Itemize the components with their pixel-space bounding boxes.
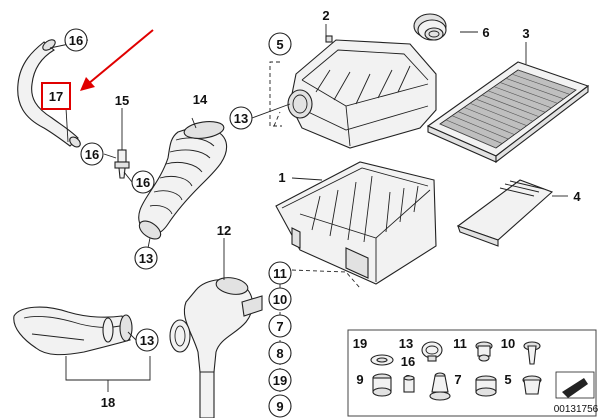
circled-labels: 16 5 13 16 16 13 13 11 10 7 8 19 9 xyxy=(64,28,292,418)
highlight-marker: 17 xyxy=(41,29,154,110)
grommet-part-6[interactable] xyxy=(413,13,447,41)
part-label-4: 4 xyxy=(573,189,581,204)
part-label-12: 12 xyxy=(217,223,231,238)
callout-16-top: 16 xyxy=(64,28,88,52)
part-label-17: 17 xyxy=(49,89,63,104)
catalog-arrow-icon xyxy=(555,371,595,399)
callout-13-upper: 13 xyxy=(229,106,253,130)
part-label-1: 1 xyxy=(278,170,285,185)
air-filter-part-3[interactable] xyxy=(426,61,590,164)
highlight-arrow-shaft xyxy=(87,29,154,85)
svg-text:10: 10 xyxy=(273,292,287,307)
legend-19: 19 xyxy=(353,336,367,351)
grommet-icon xyxy=(475,341,493,362)
legend-5: 5 xyxy=(504,372,511,387)
callout-8: 8 xyxy=(268,341,292,365)
airbox-housing-part-1[interactable] xyxy=(275,161,437,285)
part-label-18: 18 xyxy=(101,395,115,410)
rubber-mount-icon xyxy=(429,372,451,401)
callout-13-lower: 13 xyxy=(135,328,159,352)
bushing-icon xyxy=(403,375,415,393)
svg-text:13: 13 xyxy=(234,111,248,126)
intake-duct-part-14[interactable] xyxy=(136,119,228,242)
part-label-15: 15 xyxy=(115,93,129,108)
legend-13: 13 xyxy=(399,336,413,351)
svg-text:9: 9 xyxy=(276,399,283,414)
callout-9: 9 xyxy=(268,394,292,418)
legend-7: 7 xyxy=(454,372,461,387)
spacer-icon xyxy=(372,373,392,397)
callout-13-left: 13 xyxy=(134,246,158,270)
elbow-duct-part-12[interactable] xyxy=(169,275,263,418)
svg-text:13: 13 xyxy=(139,251,153,266)
part-label-14: 14 xyxy=(193,92,208,107)
callout-16-mid: 16 xyxy=(80,142,104,166)
plain-labels: 2 6 3 15 14 1 4 12 18 xyxy=(101,8,582,410)
svg-text:16: 16 xyxy=(136,175,150,190)
svg-text:5: 5 xyxy=(276,37,283,52)
legend-10: 10 xyxy=(501,336,515,351)
part-label-2: 2 xyxy=(322,8,329,23)
svg-text:7: 7 xyxy=(276,319,283,334)
airbox-lid-part-2[interactable] xyxy=(287,35,437,149)
part-label-6: 6 xyxy=(482,25,489,40)
small-parts-legend: 19 13 16 11 10 9 8 7 5 xyxy=(347,329,599,417)
callout-19: 19 xyxy=(268,368,292,392)
svg-text:16: 16 xyxy=(85,147,99,162)
legend-16: 16 xyxy=(401,354,415,369)
cover-part-4[interactable] xyxy=(456,179,554,247)
callout-7: 7 xyxy=(268,314,292,338)
legend-11: 11 xyxy=(453,336,467,351)
inlet-snorkel-part-18[interactable] xyxy=(13,306,133,356)
plug-icon xyxy=(522,375,542,395)
svg-text:13: 13 xyxy=(140,333,154,348)
hose-clamp-icon xyxy=(421,341,443,362)
callout-10: 10 xyxy=(268,287,292,311)
svg-text:8: 8 xyxy=(276,346,283,361)
bolt-part-15[interactable] xyxy=(114,108,130,179)
rubber-buffer-icon xyxy=(475,375,497,397)
legend-9: 9 xyxy=(356,372,363,387)
expanding-rivet-icon xyxy=(523,341,541,365)
highlight-arrow-head xyxy=(80,77,95,91)
callout-5: 5 xyxy=(268,32,292,56)
callout-11: 11 xyxy=(268,261,292,285)
svg-text:11: 11 xyxy=(273,266,287,281)
svg-text:19: 19 xyxy=(273,373,287,388)
catalog-number: 00131756 xyxy=(554,404,599,415)
svg-text:16: 16 xyxy=(69,33,83,48)
highlight-box xyxy=(41,82,71,110)
part-label-3: 3 xyxy=(522,26,529,41)
callout-16-low: 16 xyxy=(131,170,155,194)
